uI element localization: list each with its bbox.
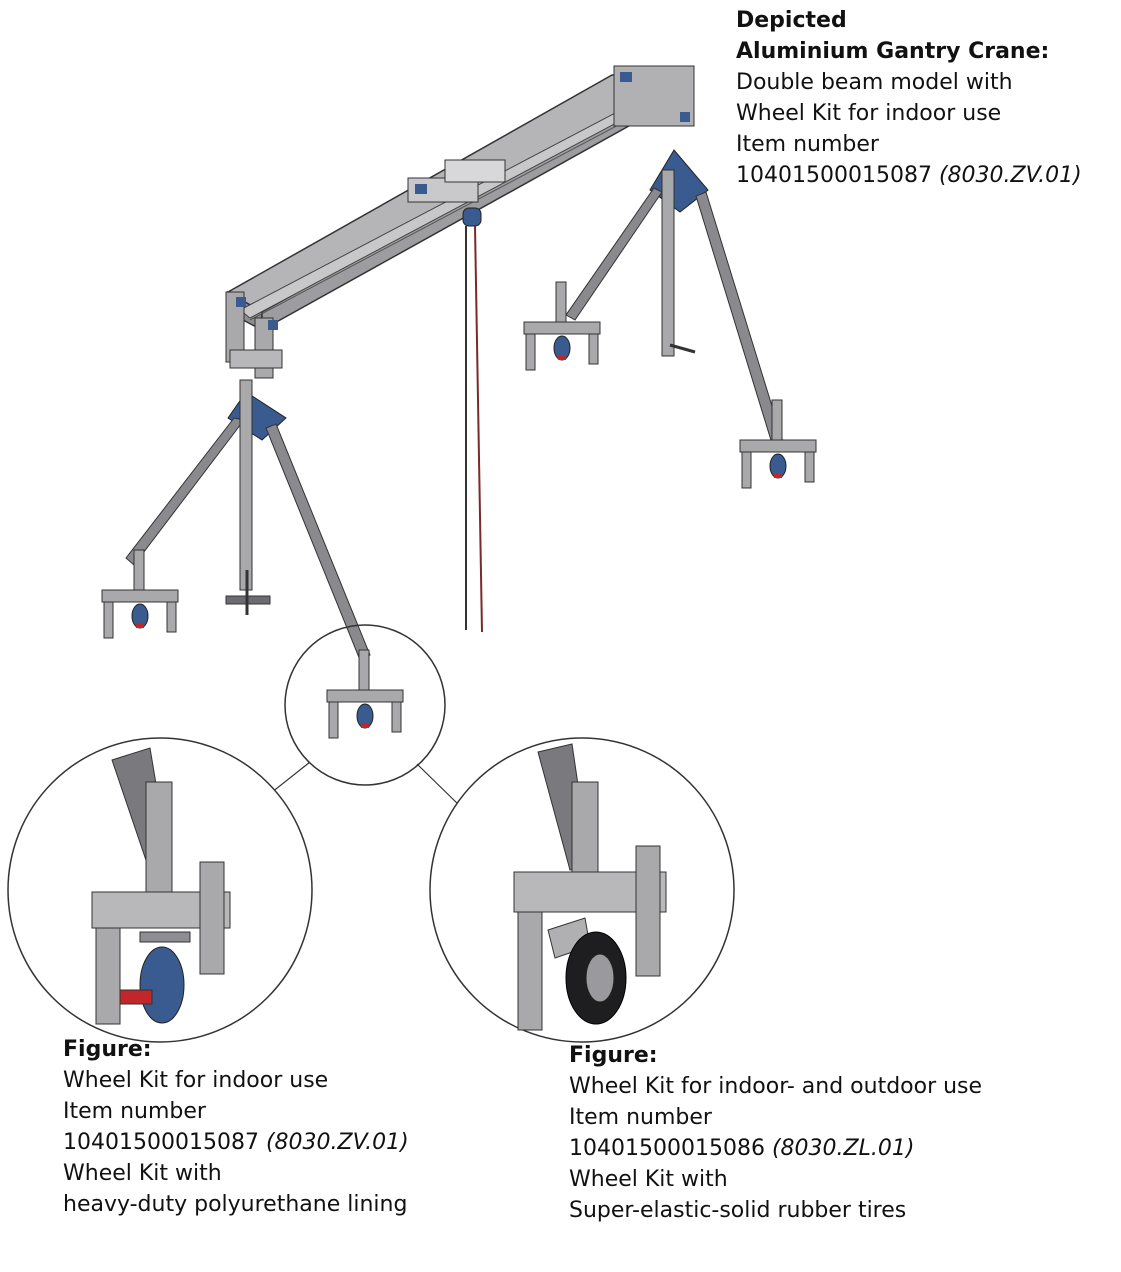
right-caption: Figure: Wheel Kit for indoor- and outdoo… (569, 1040, 982, 1226)
main-caption-line2: Wheel Kit for indoor use (736, 101, 1002, 126)
main-caption: Depicted Aluminium Gantry Crane: Double … (736, 5, 1082, 191)
left-end-frame (125, 291, 371, 661)
wheel-assembly-right-front (739, 399, 817, 489)
right-caption-line3: Wheel Kit with (569, 1167, 728, 1192)
detail-outdoor-wheel-kit (429, 737, 735, 1043)
left-caption-line3: Wheel Kit with (63, 1161, 222, 1186)
highlighted-wheel-assembly (284, 624, 446, 786)
main-caption-line3: Item number (736, 132, 879, 157)
main-item-number: 10401500015087 (736, 163, 932, 188)
left-item-number: 10401500015087 (63, 1130, 259, 1155)
right-caption-heading: Figure: (569, 1043, 658, 1068)
right-caption-line2: Item number (569, 1105, 712, 1130)
left-caption-item: 10401500015087 (8030.ZV.01) (63, 1127, 409, 1158)
main-caption-line1: Double beam model with (736, 70, 1013, 95)
right-caption-line4: Super-elastic-solid rubber tires (569, 1198, 907, 1223)
left-caption: Figure: Wheel Kit for indoor use Item nu… (63, 1034, 409, 1220)
left-caption-line1: Wheel Kit for indoor use (63, 1068, 329, 1093)
right-caption-line1: Wheel Kit for indoor- and outdoor use (569, 1074, 983, 1099)
right-end-frame (565, 65, 785, 451)
wheel-assembly-left (101, 549, 179, 639)
detail-indoor-wheel-kit (7, 737, 313, 1043)
trolley (407, 159, 506, 633)
left-caption-line4: heavy-duty polyurethane lining (63, 1192, 408, 1217)
right-caption-item: 10401500015086 (8030.ZL.01) (569, 1133, 982, 1164)
right-item-code: (8030.ZL.01) (771, 1136, 915, 1161)
left-caption-line2: Item number (63, 1099, 206, 1124)
left-caption-heading: Figure: (63, 1037, 152, 1062)
main-caption-heading1: Depicted (736, 8, 847, 33)
left-item-code: (8030.ZV.01) (265, 1130, 409, 1155)
main-caption-heading2: Aluminium Gantry Crane: (736, 39, 1050, 64)
right-item-number: 10401500015086 (569, 1136, 765, 1161)
main-item-code: (8030.ZV.01) (938, 163, 1082, 188)
main-caption-item: 10401500015087 (8030.ZV.01) (736, 160, 1082, 191)
